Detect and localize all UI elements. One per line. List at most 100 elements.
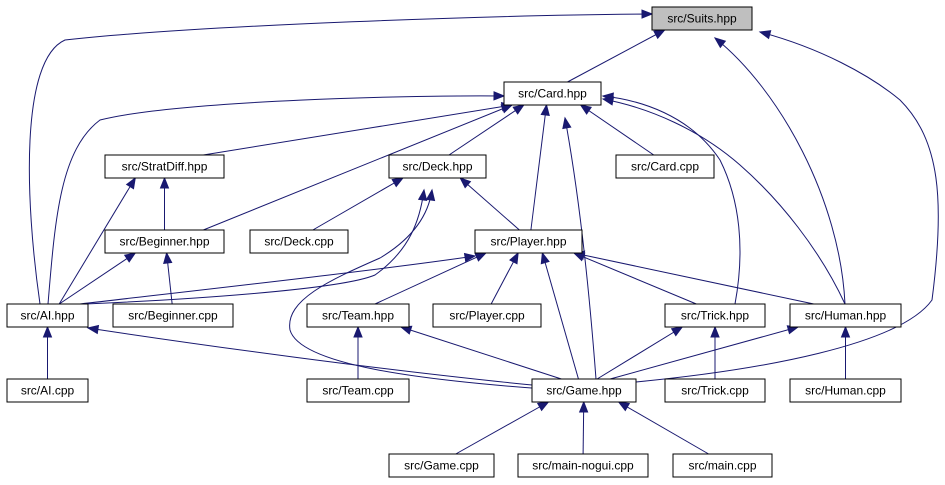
node-trick-cpp[interactable]: src/Trick.cpp — [664, 378, 766, 403]
edge-beginner-hpp-to-stratdiff-hpp-arrowhead — [159, 176, 170, 189]
edge-game-cpp-to-game-hpp — [455, 401, 549, 455]
node-label: src/Player.hpp — [490, 235, 566, 249]
node-box — [104, 154, 225, 179]
node-label: src/Human.cpp — [805, 384, 886, 398]
node-label: src/main.cpp — [688, 459, 756, 473]
node-label: src/Deck.hpp — [402, 160, 472, 174]
edge-deck-cpp-to-deck-hpp-arrowhead — [391, 177, 405, 188]
edge-human-hpp-to-card-hpp — [602, 98, 846, 305]
edge-game-cpp-to-game-hpp-arrowhead — [536, 401, 550, 412]
edge-beginner-hpp-to-card-hpp-arrowhead — [500, 104, 514, 114]
edge-card-cpp-to-card-hpp-arrowhead — [579, 104, 592, 115]
node-label: src/Team.cpp — [322, 384, 394, 398]
node-label: src/Suits.hpp — [667, 12, 737, 26]
edge-ai-hpp-to-stratdiff-hpp — [58, 177, 136, 305]
node-beginner-cpp[interactable]: src/Beginner.cpp — [112, 303, 234, 328]
node-team-cpp[interactable]: src/Team.cpp — [306, 378, 410, 403]
node-human-cpp[interactable]: src/Human.cpp — [789, 378, 902, 403]
edge-beginner-hpp-to-card-hpp — [203, 104, 513, 231]
dependency-edges — [28, 9, 939, 455]
node-box — [789, 303, 902, 328]
edge-team-hpp-to-player-hpp — [374, 252, 487, 305]
node-label: src/Game.cpp — [404, 459, 479, 473]
node-label: src/Beginner.hpp — [119, 235, 209, 249]
node-deck-cpp[interactable]: src/Deck.cpp — [249, 229, 349, 254]
edge-ai-hpp-to-player-hpp — [79, 255, 476, 305]
node-deck-hpp[interactable]: src/Deck.hpp — [388, 154, 487, 179]
edge-ai-hpp-to-deck-hpp-arrowhead — [417, 188, 428, 202]
node-label: src/Game.hpp — [546, 384, 622, 398]
edge-trick-hpp-to-card-hpp — [602, 95, 741, 305]
node-box — [249, 229, 349, 254]
edge-main-cpp-to-game-hpp — [618, 401, 709, 455]
edge-game-hpp-to-ai-hpp-arrowhead — [86, 324, 100, 335]
edge-ai-hpp-to-suits-hpp-arrowhead — [641, 9, 654, 19]
edge-player-hpp-to-card-hpp — [530, 104, 547, 231]
edge-ai-hpp-to-card-hpp — [47, 95, 505, 305]
node-main-nogui-cpp[interactable]: src/main-nogui.cpp — [517, 453, 649, 478]
node-player-hpp[interactable]: src/Player.hpp — [474, 229, 583, 254]
edge-team-cpp-to-team-hpp-arrowhead — [353, 325, 363, 338]
node-box — [517, 453, 649, 478]
node-game-cpp[interactable]: src/Game.cpp — [388, 453, 495, 478]
edge-player-hpp-to-deck-hpp-arrowhead — [459, 177, 472, 189]
node-box — [388, 154, 487, 179]
edge-game-hpp-to-deck-hpp-arrowhead — [425, 188, 436, 202]
edge-game-hpp-to-card-hpp-arrowhead — [562, 116, 572, 130]
node-box — [651, 6, 753, 31]
edge-trick-hpp-to-player-hpp — [573, 252, 697, 305]
node-box — [664, 303, 766, 328]
node-label: src/main-nogui.cpp — [532, 459, 634, 473]
node-game-hpp[interactable]: src/Game.hpp — [531, 378, 637, 403]
node-label: src/Beginner.cpp — [128, 309, 218, 323]
node-label: src/AI.cpp — [21, 384, 75, 398]
edge-ai-hpp-to-deck-hpp — [84, 189, 425, 305]
edge-team-hpp-to-player-hpp-arrowhead — [474, 252, 488, 262]
edge-game-hpp-to-human-hpp — [610, 326, 799, 380]
node-suits-hpp[interactable]: src/Suits.hpp — [651, 6, 753, 31]
edge-deck-hpp-to-card-hpp-arrowhead — [512, 104, 525, 115]
node-card-cpp[interactable]: src/Card.cpp — [615, 154, 715, 179]
node-ai-hpp[interactable]: src/AI.hpp — [6, 303, 89, 328]
edge-game-hpp-to-deck-hpp — [289, 189, 546, 390]
edge-human-hpp-to-suits-hpp-arrowhead — [713, 37, 727, 49]
edge-game-hpp-to-player-hpp — [541, 252, 579, 380]
edge-player-hpp-to-deck-hpp — [459, 177, 520, 231]
node-box — [432, 303, 542, 328]
node-ai-cpp[interactable]: src/AI.cpp — [6, 378, 89, 403]
node-main-cpp[interactable]: src/main.cpp — [672, 453, 773, 478]
edge-ai-hpp-to-stratdiff-hpp-arrowhead — [125, 176, 136, 190]
node-beginner-hpp[interactable]: src/Beginner.hpp — [104, 229, 225, 254]
edge-ai-hpp-to-beginner-hpp-arrowhead — [123, 252, 137, 263]
edge-human-cpp-to-human-hpp-arrowhead — [840, 325, 851, 338]
node-box — [306, 378, 410, 403]
edge-ai-hpp-to-beginner-hpp — [58, 252, 136, 305]
node-label: src/Human.hpp — [805, 309, 887, 323]
node-player-cpp[interactable]: src/Player.cpp — [432, 303, 542, 328]
node-card-hpp[interactable]: src/Card.hpp — [503, 81, 602, 106]
node-team-hpp[interactable]: src/Team.hpp — [306, 303, 410, 328]
edge-player-hpp-to-card-hpp-arrowhead — [540, 103, 550, 117]
edge-game-hpp-to-trick-hpp-arrowhead — [670, 326, 684, 337]
edge-ai-hpp-to-suits-hpp — [28, 13, 653, 305]
node-trick-hpp[interactable]: src/Trick.hpp — [664, 303, 766, 328]
edge-card-cpp-to-card-hpp — [580, 104, 655, 156]
edge-ai-hpp-to-card-hpp-arrowhead — [493, 91, 506, 101]
node-box — [789, 378, 902, 403]
node-box — [104, 229, 225, 254]
node-box — [388, 453, 495, 478]
node-human-hpp[interactable]: src/Human.hpp — [789, 303, 902, 328]
node-label: src/Card.hpp — [518, 87, 587, 101]
node-label: src/StratDiff.hpp — [122, 160, 208, 174]
edge-human-hpp-to-suits-hpp — [714, 37, 846, 305]
edge-main-nogui-cpp-to-game-hpp-arrowhead — [578, 400, 589, 413]
edge-player-cpp-to-player-hpp-arrowhead — [509, 251, 519, 265]
node-box — [112, 303, 234, 328]
edge-card-hpp-to-suits-hpp — [567, 29, 665, 83]
edge-beginner-cpp-to-beginner-hpp-arrowhead — [163, 251, 173, 264]
edge-human-hpp-to-player-hpp — [573, 252, 814, 305]
node-stratdiff-hpp[interactable]: src/StratDiff.hpp — [104, 154, 225, 179]
edge-deck-cpp-to-deck-hpp — [312, 177, 404, 231]
edge-ai-cpp-to-ai-hpp-arrowhead — [42, 325, 53, 338]
